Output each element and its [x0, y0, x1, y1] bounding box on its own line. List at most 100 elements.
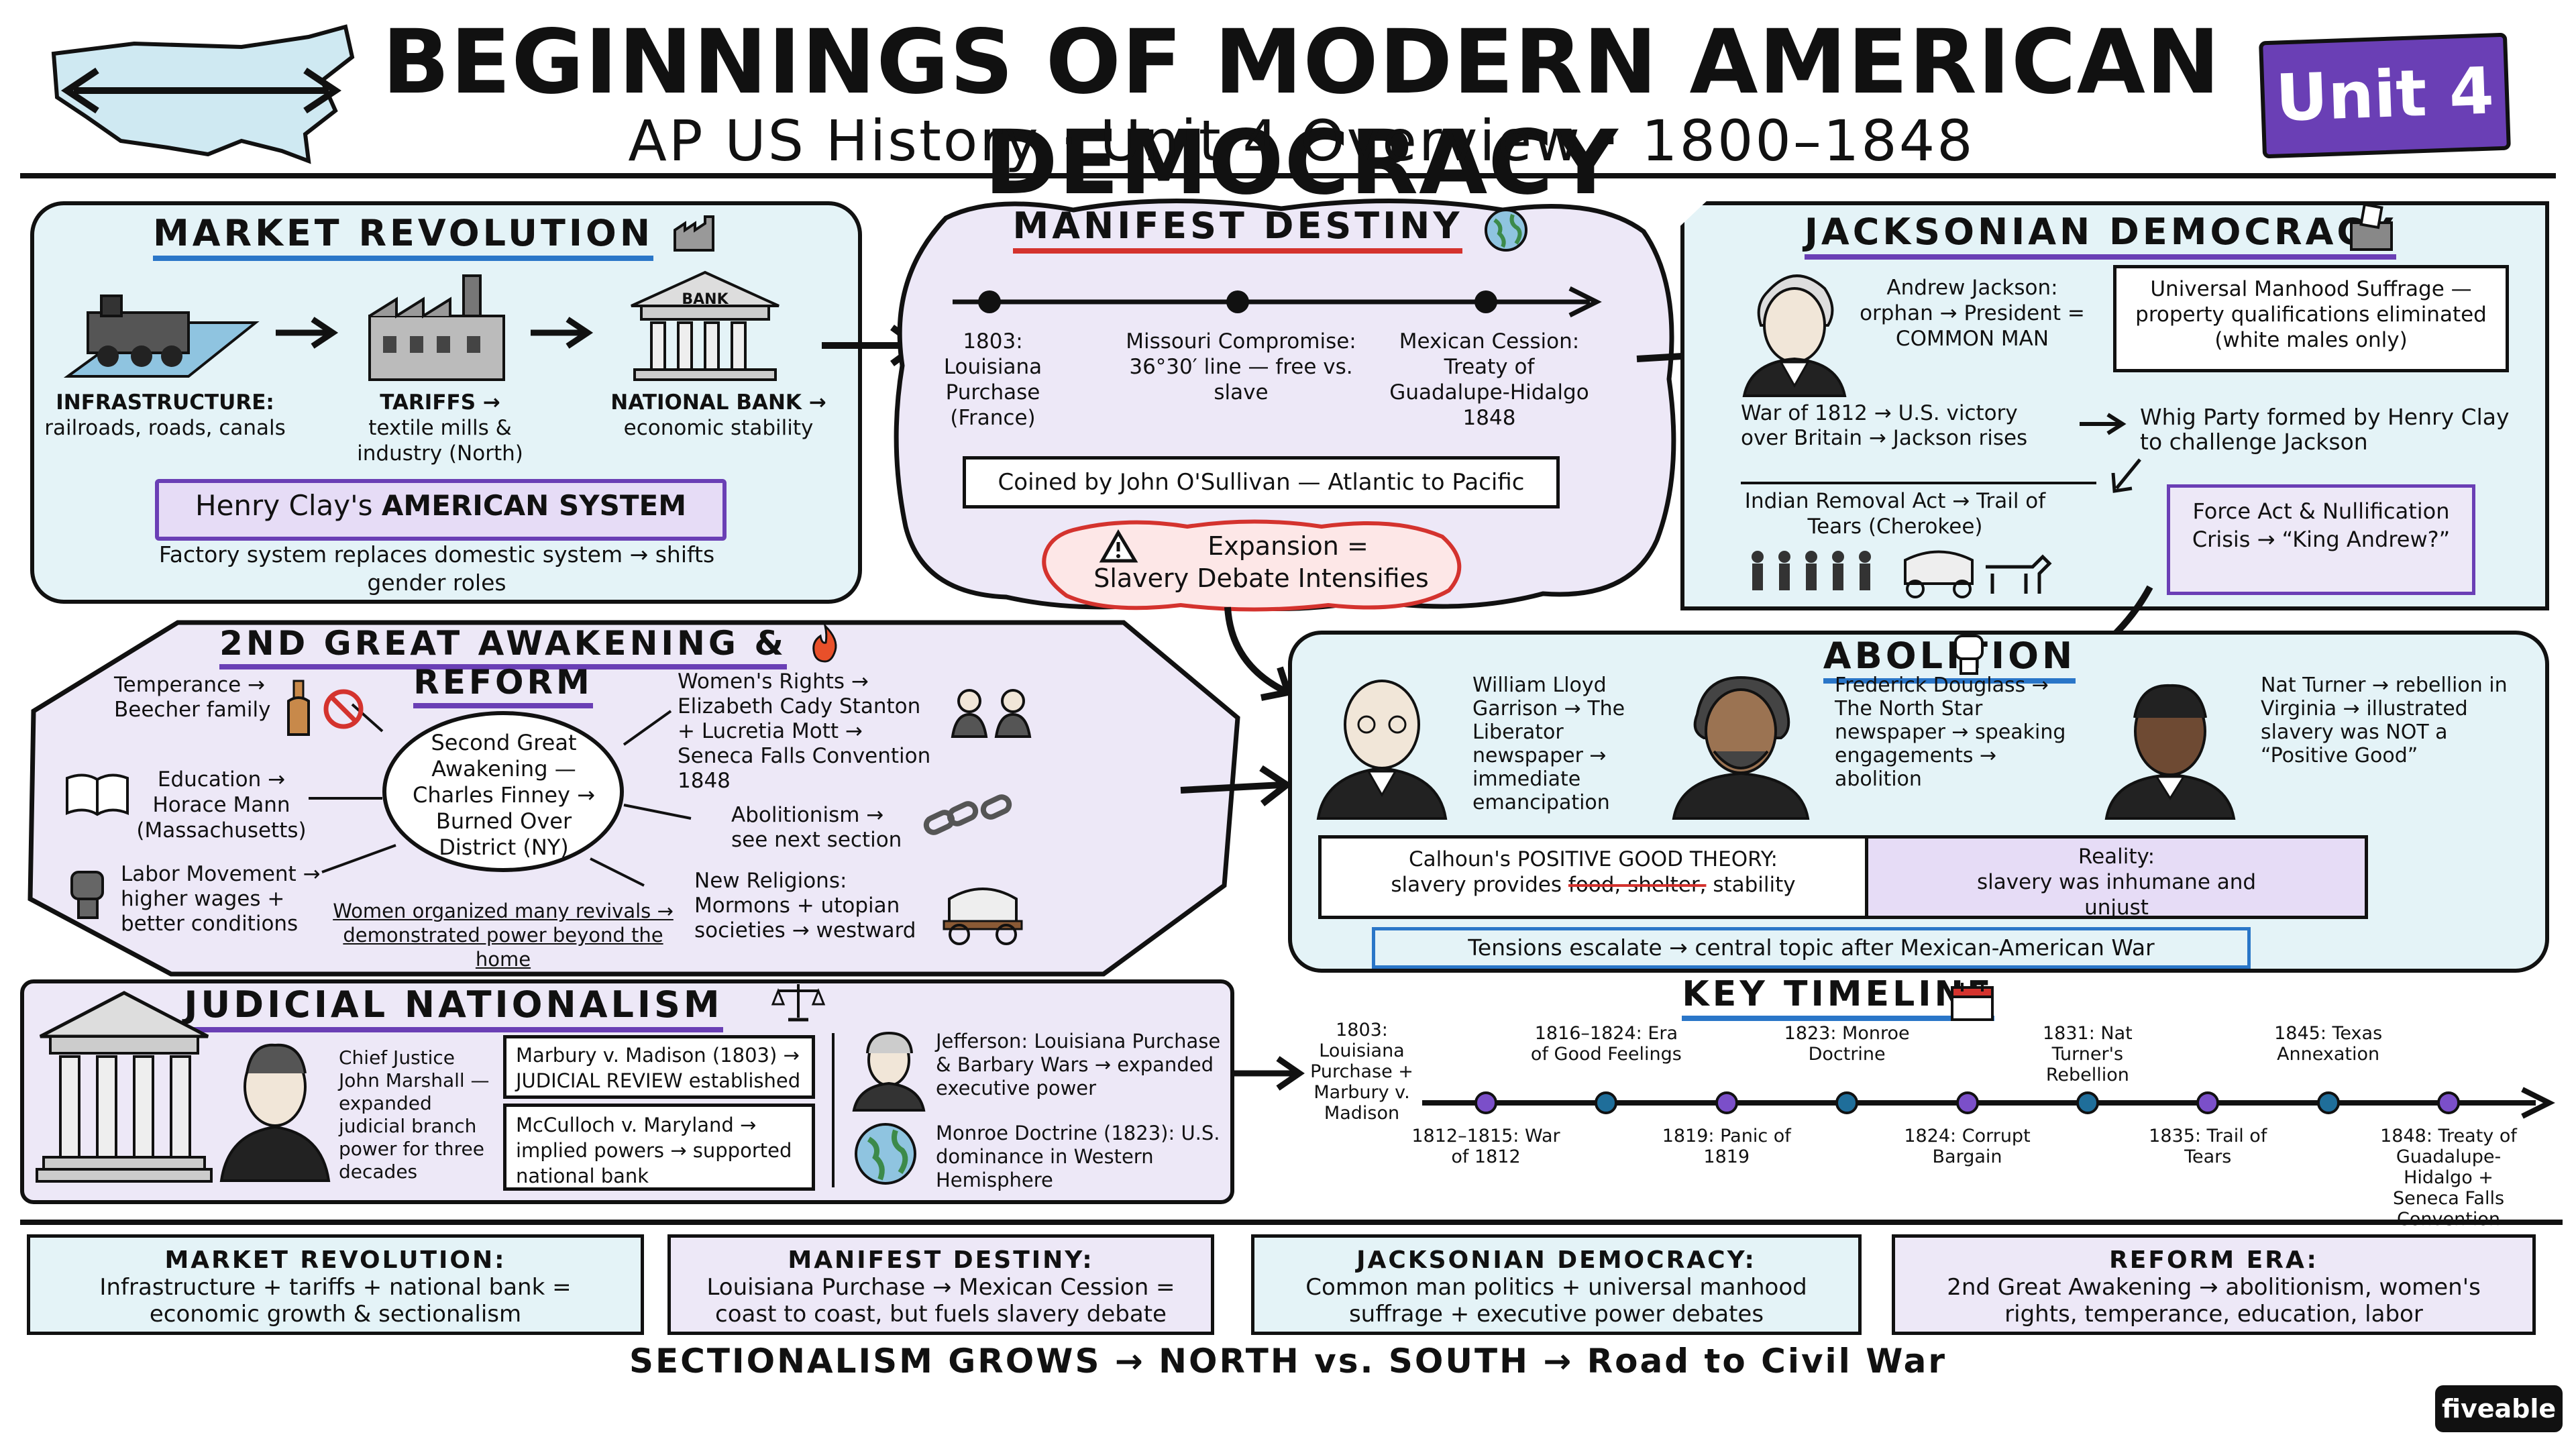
flame-icon: [812, 623, 837, 663]
manifest-banner: Coined by John O'Sullivan — Atlantic to …: [963, 456, 1560, 508]
summary-manifest: MANIFEST DESTINY: Louisiana Purchase → M…: [667, 1234, 1214, 1335]
summary-jacksonian: JACKSONIAN DEMOCRACY: Common man politic…: [1251, 1234, 1862, 1335]
timeline-axis: [1422, 1100, 2536, 1106]
manifest-destiny-title: MANIFEST DESTINY: [1012, 205, 1463, 254]
jackson-divider: [1741, 482, 2096, 484]
timeline-event-label: 1819: Panic of 1819: [1662, 1126, 1791, 1167]
page-title: BEGINNINGS OF MODERN AMERICAN DEMOCRACY: [382, 11, 2221, 215]
market-footer: Factory system replaces domestic system …: [158, 541, 715, 596]
timeline-marker: [2316, 1091, 2340, 1114]
suffrage-box: Universal Manhood Suffrage — property qu…: [2113, 265, 2509, 372]
warning-icon: [1099, 529, 1138, 563]
douglass-text: Frederick Douglass → The North Star news…: [1835, 674, 2066, 791]
timeline-marker: [2196, 1091, 2220, 1114]
warning-text: Expansion = Slavery Debate Intensifies: [1093, 531, 1429, 593]
globe-icon: [1485, 209, 1527, 252]
calhoun-title: Calhoun's POSITIVE GOOD THEORY:: [1409, 847, 1778, 871]
bank-sign: BANK: [682, 291, 729, 308]
women-icon: [951, 689, 1032, 738]
timeline-event-label: 1816–1824: Era of Good Feelings: [1530, 1023, 1682, 1065]
book-icon: [66, 773, 129, 816]
arrow-icon: [1224, 606, 1293, 701]
usa-map-icon: [51, 24, 355, 164]
timeline-marker: [2437, 1091, 2460, 1114]
timeline-event-label: 1812–1815: War of 1812: [1411, 1126, 1560, 1167]
timeline-event-label: 1848: Treaty of Guadalupe-Hidalgo + Sene…: [2380, 1126, 2517, 1230]
conclusion-text: SECTIONALISM GROWS → NORTH vs. SOUTH → R…: [629, 1342, 1947, 1381]
manifest-event-missouri: Missouri Compromise: 36°30′ line — free …: [1126, 329, 1356, 405]
jackson-war-1812: War of 1812 → U.S. victory over Britain …: [1741, 401, 2028, 450]
calhoun-box: Calhoun's POSITIVE GOOD THEORY: slavery …: [1318, 835, 1868, 919]
arrow-icon: [2111, 458, 2141, 493]
timeline-marker: [1835, 1091, 1859, 1114]
timeline-start-label: 1803: Louisiana Purchase + Marbury v. Ma…: [1310, 1020, 1413, 1124]
raised-fist-icon: [70, 871, 104, 919]
mcculloch-box: McCulloch v. Maryland → implied powers →…: [503, 1104, 815, 1191]
key-timeline-title: KEY TIMELINE: [1682, 974, 1994, 1021]
bottle-icon: [287, 680, 310, 736]
timeline-event-label: 1835: Trail of Tears: [2149, 1126, 2267, 1167]
timeline-event-label: 1823: Monroe Doctrine: [1784, 1023, 1910, 1065]
warning-cloud-shape: [1042, 519, 1462, 612]
timeline-arrowhead: [2521, 1087, 2555, 1119]
garrison-portrait-icon: [1316, 680, 1448, 820]
timeline-marker: [1474, 1091, 1497, 1114]
covered-wagon-icon: [943, 888, 1023, 945]
arrow-icon: [276, 317, 339, 349]
new-religions: New Religions: Mormons + utopian societi…: [694, 869, 916, 943]
jefferson-portrait-icon: [852, 1031, 926, 1112]
trail-of-tears-icon: [1752, 550, 2052, 598]
force-act-box: Force Act & Nullification Crisis → “King…: [2167, 484, 2475, 595]
nat-turner-portrait-icon: [2104, 684, 2236, 820]
key-timeline: 1812–1815: War of 1812 1816–1824: Era of …: [1411, 1006, 2563, 1230]
timeline-marker: [2076, 1091, 2099, 1114]
market-item-tariffs: TARIFFS → textile mills & industry (Nort…: [357, 390, 523, 466]
broken-chain-icon: [923, 794, 1012, 835]
garrison-text: William Lloyd Garrison → The Liberator n…: [1472, 674, 1625, 814]
reality-box: Reality: slavery was inhumane and unjust: [1865, 835, 2368, 920]
abolition-title: ABOLITION: [1823, 635, 2076, 684]
john-marshall-portrait-icon: [219, 1043, 331, 1182]
abolitionism: Abolitionism → see next section: [731, 803, 902, 852]
page-subtitle: AP US History · Unit 4 Overview · 1800–1…: [628, 108, 1975, 174]
unit-badge: Unit 4: [2259, 32, 2511, 159]
indian-removal: Indian Removal Act → Trail of Tears (Che…: [1744, 489, 2046, 539]
factory-icon: [674, 215, 714, 252]
arrow-icon: [1180, 765, 1293, 806]
scales-icon: [771, 984, 826, 1022]
judicial-nationalism-title: JUDICIAL NATIONALISM: [184, 983, 723, 1032]
john-marshall-text: Chief Justice John Marshall — expanded j…: [339, 1046, 490, 1183]
market-revolution-title: MARKET REVOLUTION: [152, 212, 654, 261]
summary-market: MARKET REVOLUTION: Infrastructure + tari…: [27, 1234, 644, 1335]
manifest-event-cession: Mexican Cession: Treaty of Guadalupe-Hid…: [1389, 329, 1589, 430]
market-item-bank: NATIONAL BANK → economic stability: [610, 390, 826, 440]
ballot-box-icon: [2350, 203, 2393, 251]
temperance: Temperance → Beecher family: [114, 673, 271, 722]
factory-illustration-icon: [368, 274, 505, 381]
marbury-box: Marbury v. Madison (1803) → JUDICIAL REV…: [503, 1035, 815, 1099]
manifest-event-louisiana: 1803: Louisiana Purchase (France): [943, 329, 1042, 430]
fiveable-logo: fiveable: [2435, 1385, 2563, 1432]
timeline-marker: [1715, 1091, 1738, 1114]
summary-divider: [20, 1220, 2563, 1225]
market-revolution-panel: MARKET REVOLUTION BANK INFRASTRUCTURE: r…: [30, 201, 862, 604]
market-item-infrastructure: INFRASTRUCTURE: railroads, roads, canals: [44, 390, 286, 440]
calhoun-claim: slavery provides food, shelter, stabilit…: [1391, 873, 1796, 897]
awakening-panel-shape: [28, 620, 1240, 977]
awakening-title: 2ND GREAT AWAKENING & REFORM: [219, 624, 787, 708]
summary-reform: REFORM ERA: 2nd Great Awakening → abolit…: [1892, 1234, 2536, 1335]
manifest-timeline-line: [953, 286, 1602, 318]
courthouse-icon: [36, 991, 213, 1183]
railroad-icon: [63, 294, 260, 378]
globe-icon: [855, 1123, 916, 1185]
bank-icon: [631, 270, 780, 381]
calendar-icon: [1951, 983, 1994, 1021]
tensions-box: Tensions escalate → central topic after …: [1372, 927, 2251, 969]
judicial-divider: [832, 1033, 835, 1187]
jackson-profile: Andrew Jackson: orphan → President = COM…: [1860, 276, 2085, 351]
timeline-event-label: 1831: Nat Turner's Rebellion: [2043, 1023, 2133, 1085]
american-system-box: Henry Clay's AMERICAN SYSTEM: [155, 479, 727, 541]
arrow-icon: [531, 317, 594, 349]
arrow-icon: [1231, 1056, 1305, 1091]
timeline-marker: [1955, 1091, 1979, 1114]
